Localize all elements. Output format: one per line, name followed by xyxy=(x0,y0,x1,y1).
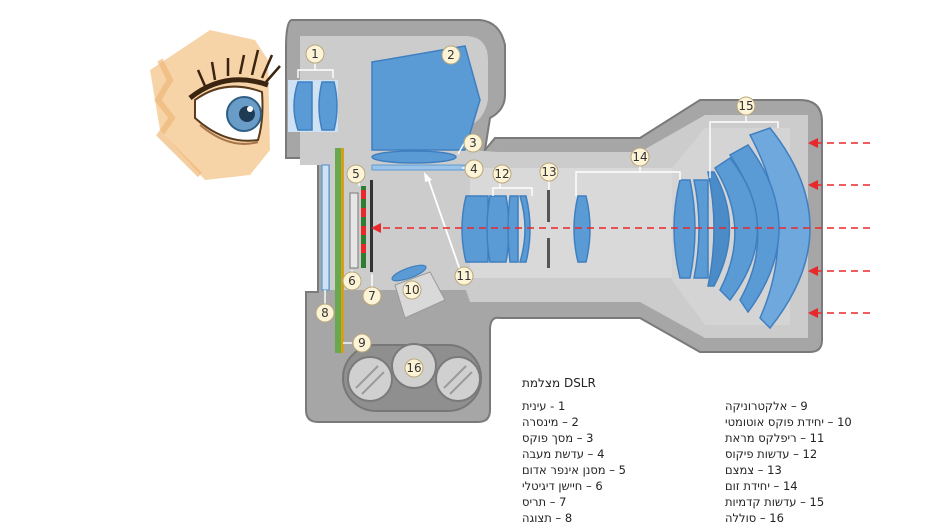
legend-item: 13 – צמצם xyxy=(725,463,782,477)
callout-6: 6 xyxy=(348,274,356,288)
legend-item: 1 - עינית xyxy=(522,399,566,413)
callout-7: 7 xyxy=(368,289,376,303)
callout-15: 15 xyxy=(738,99,753,113)
callout-9: 9 xyxy=(358,336,366,350)
legend-item: 7 – תריס xyxy=(522,495,567,509)
callout-leaders xyxy=(297,62,779,344)
shutter xyxy=(370,180,373,272)
ir-filter-stripes xyxy=(361,190,366,253)
legend-item: 15 – עדשות קדמיות xyxy=(725,495,825,509)
callout-numbers: 1 2 3 4 5 6 7 8 9 10 11 12 13 14 15 16 xyxy=(311,47,753,375)
callout-3: 3 xyxy=(469,136,477,150)
light-ray-arrowheads xyxy=(371,138,818,318)
eye-illustration xyxy=(150,30,281,180)
legend-item: 6 – חיישן דיגיטלי xyxy=(522,479,603,493)
rear-display xyxy=(321,164,330,291)
condenser-lens xyxy=(371,164,467,171)
callout-2: 2 xyxy=(447,48,455,62)
callout-badges xyxy=(305,44,756,378)
legend-item: 14 – יחידת זום xyxy=(725,479,798,493)
legend-title: DSLR מצלמת xyxy=(522,376,596,390)
legend-item: 3 – מסך פוקס xyxy=(522,431,594,445)
zoom-lens xyxy=(573,195,591,263)
legend-item: 12 – עדשות פיקוס xyxy=(725,447,818,461)
digital-sensor xyxy=(349,192,359,269)
legend-item: 8 – תצוגה xyxy=(522,511,573,525)
callout-4: 4 xyxy=(470,162,478,176)
aperture xyxy=(547,190,550,268)
legend-item: 2 – מינסרה xyxy=(522,415,579,429)
callout-16: 16 xyxy=(406,361,421,375)
legend-left-column: 1 - עינית 2 – מינסרה 3 – מסך פוקס 4 – עד… xyxy=(522,398,626,526)
callout-8: 8 xyxy=(321,306,329,320)
legend-item: 5 – מסנן אינפר אדום xyxy=(522,463,626,477)
electronics-board xyxy=(335,148,341,353)
callout-1: 1 xyxy=(311,47,319,61)
callout-13: 13 xyxy=(541,165,556,179)
callout-12: 12 xyxy=(494,167,509,181)
callout-5: 5 xyxy=(352,167,360,181)
focusing-lenses xyxy=(461,195,531,263)
legend-item: 9 – אלקטרוניקה xyxy=(725,399,808,413)
legend-item: 4 – עדשת מעבה xyxy=(522,447,605,461)
callout-14: 14 xyxy=(632,150,647,164)
reflex-mirror-indicator xyxy=(427,177,461,271)
focus-screen xyxy=(371,150,457,164)
legend-item: 16 – סוללה xyxy=(725,511,784,525)
legend-item: 11 – ריפלקס מראת xyxy=(725,431,825,445)
legend-right-column: 9 – אלקטרוניקה 10 – יחידת פוקס אוטומטי 1… xyxy=(725,398,852,526)
callout-11: 11 xyxy=(456,269,471,283)
pentaprism xyxy=(371,45,481,151)
light-rays xyxy=(378,142,870,314)
callout-10: 10 xyxy=(404,283,419,297)
zoom-unit-lenses xyxy=(673,179,709,279)
legend-item: 10 – יחידת פוקס אוטומטי xyxy=(725,415,852,429)
viewfinder-lenses xyxy=(288,80,338,132)
